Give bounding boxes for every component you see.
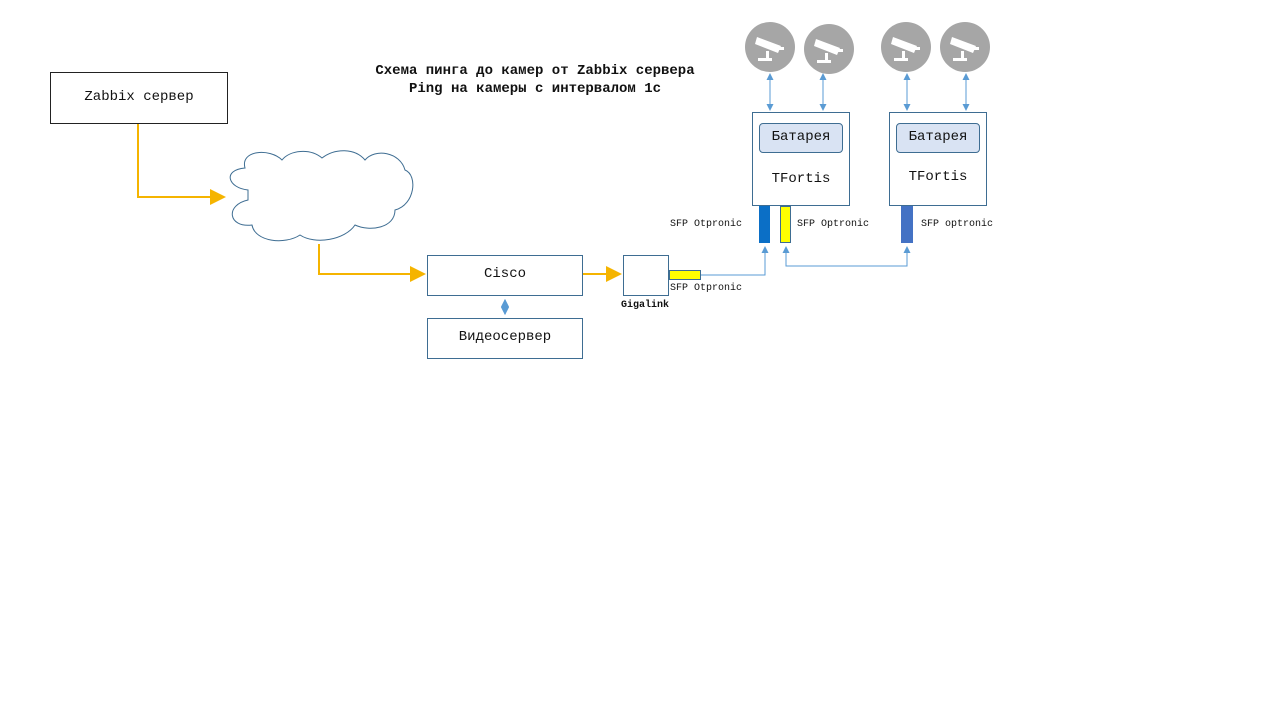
zabbix-server-label: Zabbix сервер — [84, 89, 194, 105]
battery2-badge: Батарея — [896, 123, 980, 153]
gigalink-node — [623, 255, 669, 296]
videoserver-label: Видеосервер — [458, 329, 552, 345]
link-tfortis1-tfortis2 — [782, 246, 911, 267]
battery1-badge: Батарея — [759, 123, 843, 153]
tfortis1-label: TFortis — [771, 171, 831, 187]
cctv-camera-icon — [745, 22, 795, 72]
link-gigalink-tfortis1 — [701, 246, 769, 276]
zabbix-server-node: Zabbix сервер — [50, 72, 228, 124]
gigalink-label: Gigalink — [621, 300, 670, 311]
tfortis1-node: Батарея TFortis — [752, 112, 850, 206]
tfortis2-sfp — [901, 206, 913, 243]
cisco-label: Cisco — [483, 266, 526, 282]
link-cloud-cisco — [318, 244, 426, 282]
tfortis1-sfp-left — [759, 206, 770, 243]
cisco-node: Cisco — [427, 255, 583, 296]
tfortis2-sfp-label: SFP optronic — [921, 219, 994, 230]
tfortis1-sfp-right — [780, 206, 791, 243]
tfortis2-node: Батарея TFortis — [889, 112, 987, 206]
diagram-title-line2: Ping на камеры с интервалом 1с — [408, 81, 662, 97]
tfortis2-label: TFortis — [908, 169, 968, 185]
diagram-title-line1: Схема пинга до камер от Zabbix сервера — [375, 63, 695, 79]
link-zabbix-cloud — [137, 124, 226, 205]
tfortis1-sfp-left-label: SFP Otpronic — [670, 219, 743, 230]
videoserver-node: Видеосервер — [427, 318, 583, 359]
gigalink-sfp-module — [669, 270, 701, 280]
cctv-camera-icon — [940, 22, 990, 72]
gigalink-sfp-label: SFP Otpronic — [670, 283, 743, 294]
cctv-camera-icon — [804, 24, 854, 74]
cctv-camera-icon — [881, 22, 931, 72]
diagram-title: Схема пинга до камер от Zabbix сервера P… — [290, 62, 780, 98]
cloud-icon — [229, 150, 414, 242]
tfortis1-sfp-right-label: SFP Optronic — [797, 219, 870, 230]
